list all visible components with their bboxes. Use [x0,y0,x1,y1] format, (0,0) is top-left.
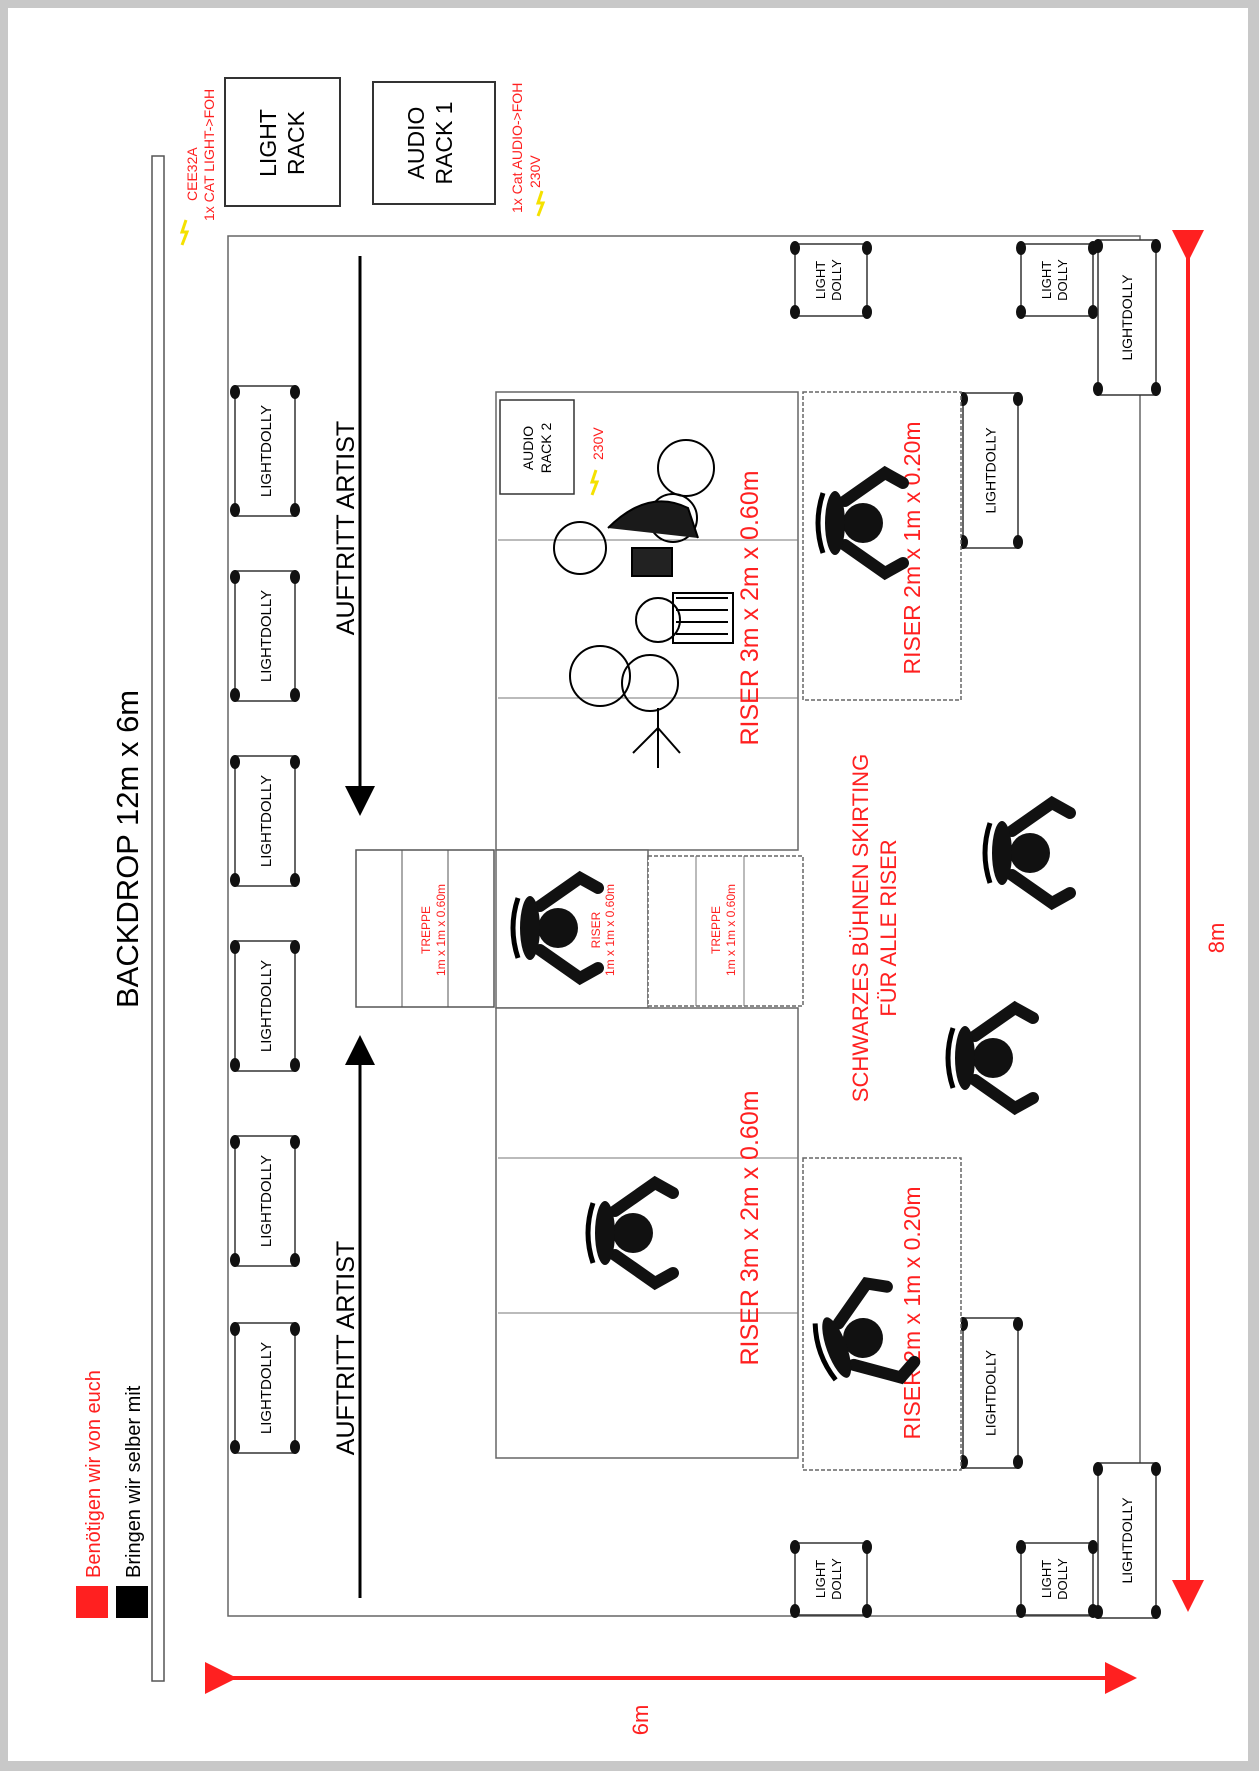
light-dolly-label-1: LIGHT [813,1560,828,1598]
riser-left-main: RISER 3m x 2m x 0.60m [495,1007,799,1459]
light-dolly-label-2: DOLLY [829,259,844,301]
legend-black-label: Bringen wir selber mit [123,1385,145,1578]
light-rack: LIGHT RACK CEE32A 1x CAT LIGHT->FOH [179,77,341,246]
audio-rack-2: AUDIO RACK 2 230V [499,399,606,496]
stairs-b-label-1: TREPPE [709,906,723,954]
lightdolly-label: LIGHTDOLLY [258,405,275,497]
audio-rack-2-label-1: AUDIO [520,426,536,470]
riser-small-lower: RISER 2m x 1m x 0.20m [802,1157,962,1471]
audio-rack-1-label-2: RACK 1 [431,101,457,184]
light-rack-cable-note: 1x CAT LIGHT->FOH [201,89,217,221]
lightdolly: LIGHTDOLLY [230,755,300,887]
light-dolly-label-2: DOLLY [1055,259,1070,301]
drum-riser-label: RISER 3m x 2m x 0.60m [736,470,764,745]
lightdolly: LIGHTDOLLY [230,940,300,1072]
musician-icon [945,1000,1039,1116]
lightdolly: LIGHTDOLLY [230,1135,300,1267]
riser-small-upper-label: RISER 2m x 1m x 0.20m [899,421,925,674]
lightdolly: LIGHTDOLLY [230,570,300,702]
audio-rack-1-label-1: AUDIO [403,107,429,180]
width-dimension-label: 6m [628,1705,653,1736]
audio-rack-2-power-note: 230V [590,427,606,460]
power-bolt-icon [179,219,190,246]
lightdolly: LIGHTDOLLY [1093,1462,1161,1619]
legend: Benötigen wir von euch Bringen wir selbe… [76,1370,148,1618]
entrance-label-left: AUFTRITT ARTIST [332,1241,360,1455]
depth-dimension-label: 8m [1204,923,1229,954]
legend-red-label: Benötigen wir von euch [83,1370,105,1578]
lightdolly: LIGHTDOLLY [230,1322,300,1454]
light-rack-power-note: CEE32A [184,147,200,201]
lightdolly-label: LIGHTDOLLY [258,960,275,1052]
skirting-note-line-2: FÜR ALLE RISER [876,839,901,1016]
audio-rack-1-power-note: 230V [527,155,543,188]
musician-icons [510,465,1076,1385]
musician-icon [510,870,604,986]
legend-red-swatch [76,1586,108,1618]
lightdolly-label: LIGHTDOLLY [258,775,275,867]
lightdolly-label: LIGHTDOLLY [258,1155,275,1247]
musician-icon [812,1276,921,1385]
lightdolly: LIGHTDOLLY [1093,239,1161,396]
light-dolly-label-2: DOLLY [829,1558,844,1600]
lightdolly-label: LIGHTDOLLY [983,427,999,514]
light-dolly-label-1: LIGHT [1039,1560,1054,1598]
musician-icon [815,465,909,581]
light-dolly-label-2: DOLLY [1055,1558,1070,1600]
stage-plot-sheet: Benötigen wir von euch Bringen wir selbe… [8,8,1248,1761]
audio-rack-1: AUDIO RACK 1 1x Cat AUDIO->FOH 230V [372,81,546,217]
lightdolly-label: LIGHTDOLLY [983,1349,999,1436]
lightdolly-label: LIGHTDOLLY [1119,274,1135,361]
stairs-a-label-2: 1m x 1m x 0.60m [434,884,448,976]
center-riser-label-2: 1m x 1m x 0.60m [603,884,617,976]
lightdolly: LIGHTDOLLY [958,1317,1023,1469]
light-rack-label-1: LIGHT [255,109,281,177]
center-riser-label-1: RISER [589,911,603,948]
power-bolt-icon [589,469,600,496]
light-dolly-label-1: LIGHT [813,261,828,299]
backdrop-label: BACKDROP 12m x 6m [110,690,145,1008]
legend-black-swatch [116,1586,148,1618]
entrance-label-right: AUFTRITT ARTIST [332,421,360,635]
light-dolly-label-1: LIGHT [1039,261,1054,299]
skirting-note-line-1: SCHWARZES BÜHNEN SKIRTING [848,754,873,1102]
musician-icon [585,1175,679,1291]
audio-rack-1-cable-note: 1x Cat AUDIO->FOH [509,83,525,213]
riser-small-upper: RISER 2m x 1m x 0.20m [802,391,962,701]
light-rack-label-2: RACK [283,110,309,175]
power-bolt-icon [535,190,546,217]
riser-left-main-label: RISER 3m x 2m x 0.60m [736,1090,764,1365]
lightdolly-label: LIGHTDOLLY [258,590,275,682]
audio-rack-2-label-2: RACK 2 [538,423,554,474]
stage-plot-drawing: Benötigen wir von euch Bringen wir selbe… [76,77,1229,1736]
stairs-b: TREPPE 1m x 1m x 0.60m [647,855,804,1007]
stairs-a-label-1: TREPPE [419,906,433,954]
musician-icon [982,795,1076,911]
lightdolly: LIGHTDOLLY [958,392,1023,549]
lightdolly: LIGHTDOLLY [230,385,300,517]
lightdolly-label: LIGHTDOLLY [258,1342,275,1434]
lightdolly-label: LIGHTDOLLY [1119,1497,1135,1584]
stairs-b-label-2: 1m x 1m x 0.60m [724,884,738,976]
stairs-a: TREPPE 1m x 1m x 0.60m [355,849,495,1008]
lightdolly-row: LIGHTDOLLY LIGHTDOLLY LIGHTDOLLY LIGHTDOLLY… [230,385,300,1454]
backdrop-bar [151,155,165,1682]
riser-small-lower-label: RISER 2m x 1m x 0.20m [899,1186,925,1439]
drum-kit-icon [553,439,734,768]
